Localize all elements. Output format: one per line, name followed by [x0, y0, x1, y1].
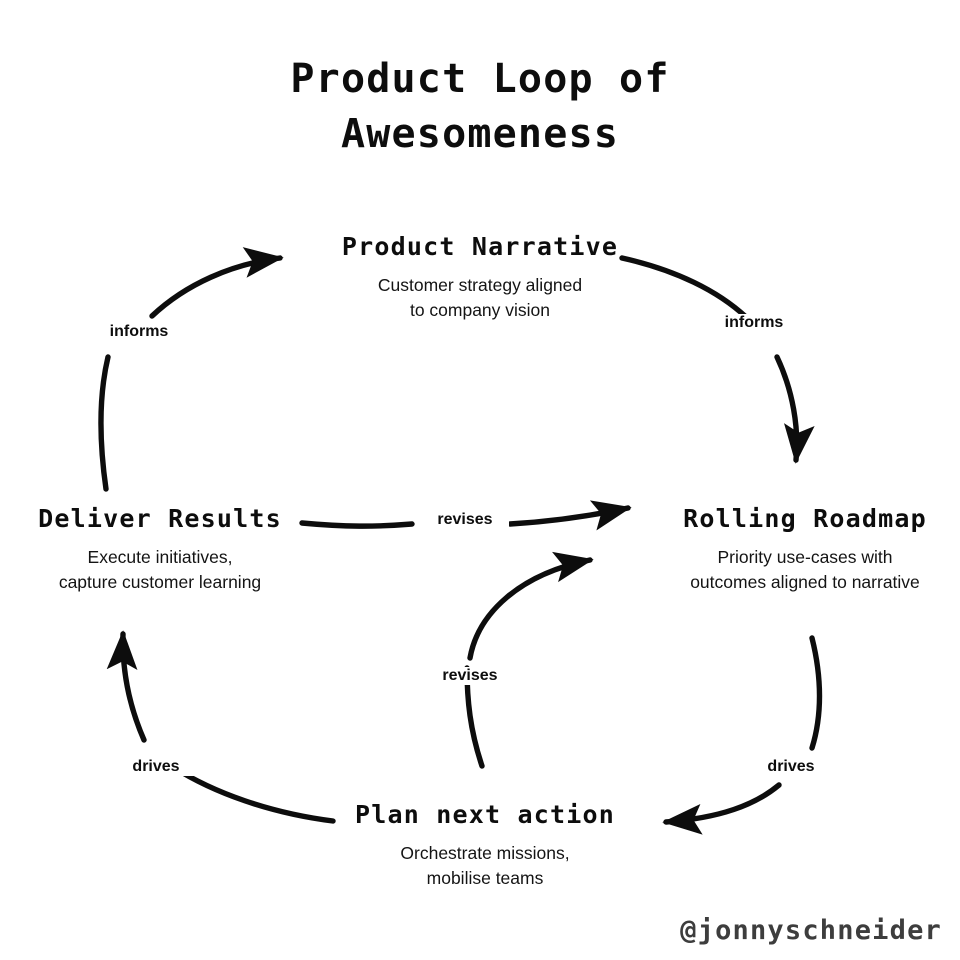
edge-label-deliver-to-roadmap: revises: [421, 511, 509, 529]
node-title: Rolling Roadmap: [683, 504, 927, 533]
node-description: Orchestrate missions, mobilise teams: [330, 841, 640, 891]
edge-label-plan-to-deliver: drives: [117, 758, 195, 776]
node-description: Priority use-cases with outcomes aligned…: [650, 545, 960, 595]
title-line-1: Product Loop of: [290, 56, 670, 102]
node-description-line-1: Execute initiatives,: [87, 547, 233, 567]
edge-label-narrative-to-roadmap: informs: [707, 314, 801, 332]
node-title: Product Narrative: [341, 232, 619, 261]
edge-plan-to-roadmap: [464, 551, 594, 769]
node-title: Plan next action: [354, 800, 616, 829]
author-signature: @jonnyschneider: [680, 915, 942, 946]
page-title: Product Loop of Awesomeness: [0, 52, 960, 162]
node-plan-next-action[interactable]: Plan next action Orchestrate missions, m…: [330, 800, 640, 891]
edge-deliver-to-narrative: [98, 247, 284, 492]
node-description: Customer strategy aligned to company vis…: [265, 273, 695, 323]
node-description-line-1: Orchestrate missions,: [400, 843, 570, 863]
node-rolling-roadmap[interactable]: Rolling Roadmap Priority use-cases with …: [650, 504, 960, 595]
edge-label-roadmap-to-plan: drives: [752, 758, 830, 776]
edge-label-plan-to-roadmap: revises: [426, 667, 514, 685]
node-description-line-2: mobilise teams: [426, 867, 544, 888]
node-description: Execute initiatives, capture customer le…: [5, 545, 315, 595]
edge-label-deliver-to-narrative: informs: [92, 323, 186, 341]
edge-roadmap-to-plan: [662, 635, 823, 835]
node-description-line-2: outcomes aligned to narrative: [690, 571, 920, 592]
node-product-narrative[interactable]: Product Narrative Customer strategy alig…: [265, 232, 695, 323]
node-description-line-2: to company vision: [409, 299, 551, 320]
edge-plan-to-deliver: [106, 630, 336, 824]
node-description-line-1: Customer strategy aligned: [377, 275, 583, 295]
node-description-line-2: capture customer learning: [58, 571, 262, 592]
node-deliver-results[interactable]: Deliver Results Execute initiatives, cap…: [5, 504, 315, 595]
title-line-2: Awesomeness: [340, 111, 620, 158]
node-description-line-1: Priority use-cases with: [717, 547, 893, 567]
node-title: Deliver Results: [38, 504, 282, 533]
